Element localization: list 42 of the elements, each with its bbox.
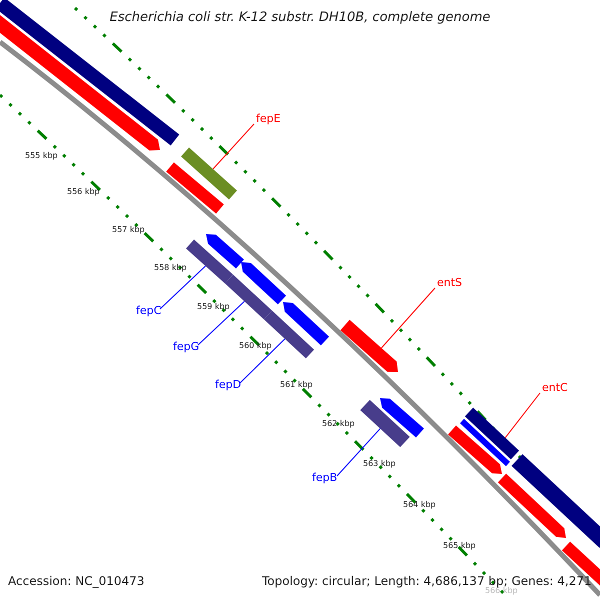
scale-label: 561 kbp [280,380,313,390]
leader-line [380,288,436,348]
scale-label: 559 kbp [197,302,230,312]
gene-feature [241,262,286,304]
gene-label: fepD [215,378,242,392]
gene-feature [512,454,600,548]
gene-feature [360,400,410,448]
leader-line [240,338,286,384]
gene-feature [186,240,233,284]
gene-label: entC [542,381,568,394]
gene-label: fepC [136,304,162,318]
gene-feature [206,234,244,268]
topology-text: Topology: circular; Length: 4,686,137 bp; Genes: 4,271 [262,574,592,588]
gene-feature [283,302,330,346]
gene-label: fepG [173,340,200,354]
scale-label: 565 kbp [443,541,476,551]
leader-line [160,266,206,310]
scale-label: 563 kbp [363,459,396,469]
gene-feature [166,162,224,214]
scale-label: 566 kbp [485,586,518,596]
scale-label: 560 kbp [239,341,272,351]
map-title: Escherichia coli str. K-12 substr. DH10B, complete genome [108,10,492,26]
gene-label: fepB [312,471,338,484]
scale-label: 557 kbp [112,225,145,235]
scale-label: 555 kbp [25,151,58,161]
gene-feature [448,426,502,474]
scale-label: 558 kbp [154,263,187,273]
gene-feature [464,408,520,460]
accession-text: Accession: NC_010473 [8,574,144,588]
gene-feature [340,320,398,372]
leader-line [504,392,540,438]
gene-feature [498,474,566,538]
gene-feature [181,148,237,200]
gene-label: fepE [256,112,281,126]
scale-label: 564 kbp [403,500,436,510]
gene-label: entS [437,276,462,290]
gene-feature [380,398,424,438]
gene-feature [460,418,510,466]
leader-line [198,300,245,346]
leader-line [336,428,381,476]
leader-line [212,124,254,170]
scale-label: 556 kbp [67,187,100,197]
